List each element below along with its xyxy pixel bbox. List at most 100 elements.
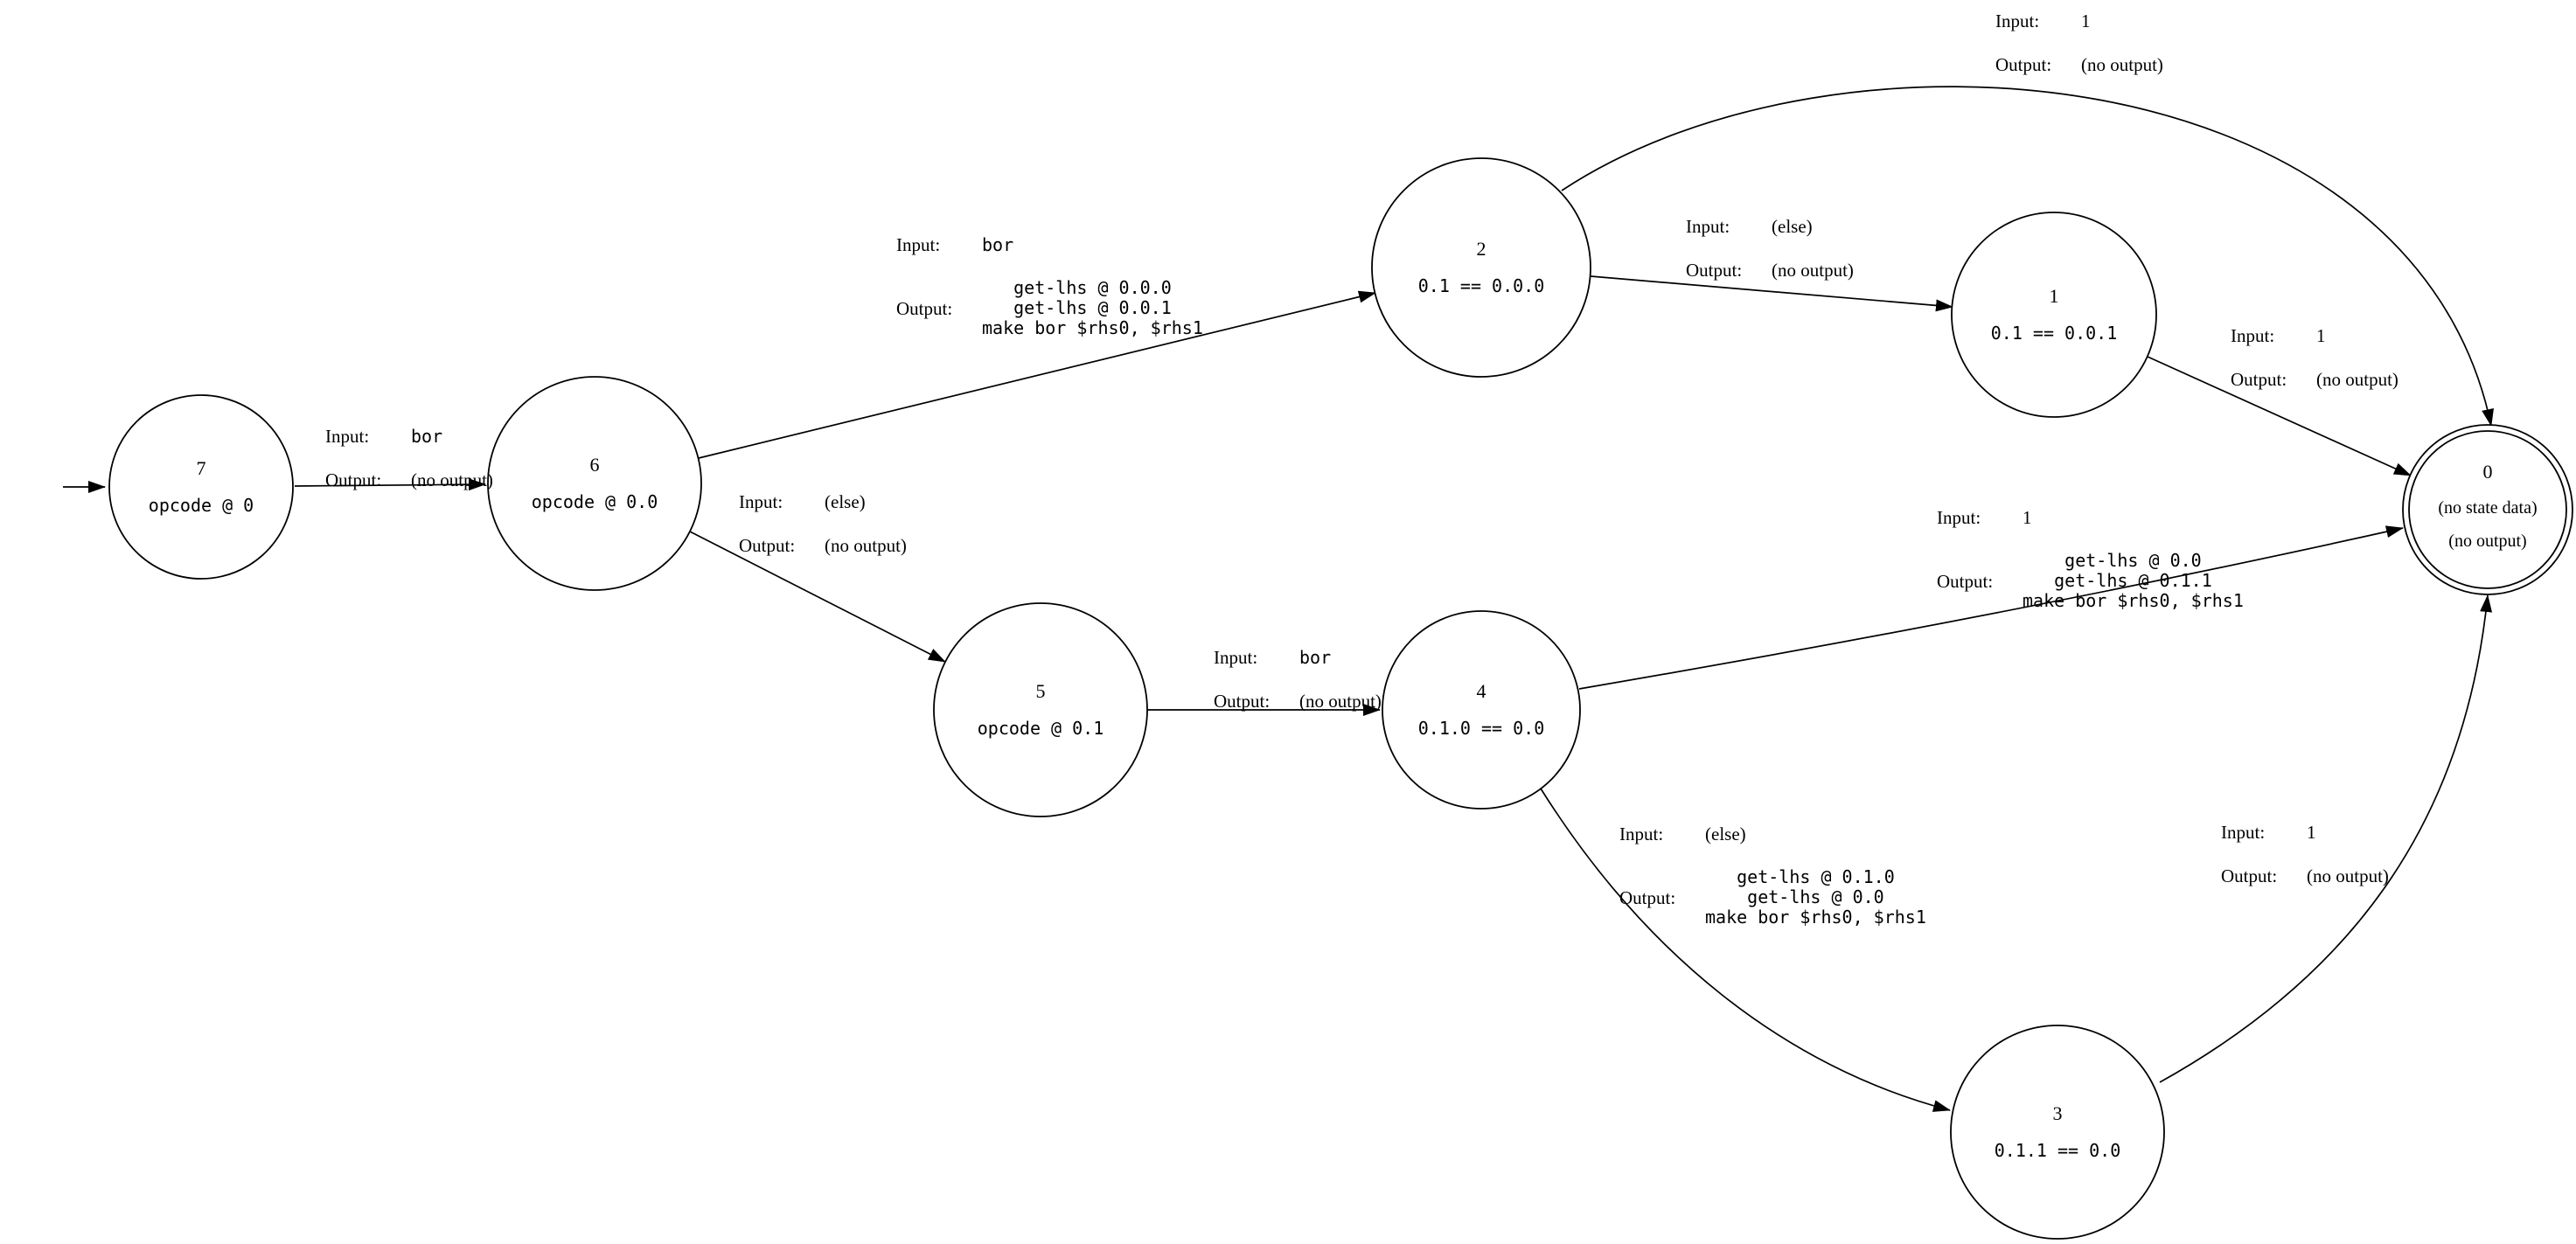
output-value-stack: (no output) [2081,54,2163,75]
state-node-0: 0 (no state data) (no output) [2402,424,2573,595]
edge-input-row: Input: bor [1214,647,1382,668]
edge-output-row: Output:(no output) [2221,865,2389,886]
input-label: Input: [896,234,941,255]
output-value-stack: (no output) [825,535,907,556]
input-label: Input: [1214,647,1258,668]
output-label: Output: [1937,570,1994,592]
output-value-line: get-lhs @ 0.0.1 [1013,297,1172,319]
input-value: bor [1299,646,1332,668]
state-node-data-label: (no output) [2448,532,2526,551]
edge-path-4-to-0 [1578,525,2404,690]
edge-input-row: Input:(else) [739,491,907,512]
output-value-line: (no output) [2307,865,2389,887]
input-label: Input: [2231,325,2275,346]
state-node-data-label: opcode @ 0.0 [532,491,658,512]
output-value-line: (no output) [1299,691,1382,712]
state-node-id-label: 1 [2050,285,2059,307]
output-label: Output: [896,297,953,319]
state-node-data-label: 0.1 == 0.0.1 [1991,323,2118,344]
edge-output-row: Output:(no output) [1214,691,1382,712]
output-label: Output: [1686,260,1743,281]
state-node-id-label: 7 [197,457,206,479]
input-label: Input: [2221,822,2266,843]
input-value: (else) [1705,824,1746,844]
state-node-circle [1371,157,1591,378]
input-value: bor [982,233,1014,255]
output-label: Output: [739,535,796,557]
input-value: 1 [2081,10,2091,31]
state-node-id-label: 2 [1477,238,1486,260]
edge-path-6-to-5 [689,531,946,663]
edge-input-row: Input:1 [2231,325,2398,346]
edge-output-row: Output:(no output) [2231,369,2398,390]
edge-output-row: Output: (no output) [1995,54,2163,75]
state-node-id-label: 0 [2483,461,2493,483]
output-value-line: get-lhs @ 0.0 [2064,550,2202,572]
output-value-stack: (no output) [1299,691,1382,712]
edge-path-3-to-0 [2159,594,2493,1083]
state-node-7: 7 opcode @ 0 [108,394,294,580]
state-node-data-label: opcode @ 0 [149,495,254,516]
output-value-line: make bor $rhs0, $rhs1 [2023,590,2244,612]
state-node-4: 40.1.0 == 0.0 [1382,610,1581,810]
state-node-circle [1950,1025,2165,1240]
output-value-stack: (no output) [2307,865,2389,886]
output-value-line: (no output) [2081,54,2163,76]
input-label: Input: [1937,507,1981,528]
output-value-line: (no output) [1772,260,1854,281]
state-node-2: 20.1 == 0.0.0 [1371,157,1591,378]
output-value-line: get-lhs @ 0.1.1 [2054,570,2212,592]
edge-output-row: Output: (no output) [1686,260,1854,281]
output-label: Output: [325,469,382,491]
input-label: Input: [325,426,370,447]
input-value: (else) [1772,216,1813,237]
edge-label-6-to-5: Input:(else) Output: (no output) [739,491,907,556]
output-value-line: (no output) [411,469,493,491]
state-node-circle [933,602,1148,817]
output-value-line: get-lhs @ 0.0 [1747,886,1884,908]
output-value-line: (no output) [2316,369,2398,391]
output-value-line: (no output) [825,535,907,557]
state-node-data-label: (no state data) [2438,498,2537,518]
state-node-data-label: 0.1.1 == 0.0 [1995,1140,2121,1161]
state-node-circle [2402,424,2573,595]
state-node-3: 30.1.1 == 0.0 [1950,1025,2165,1240]
output-value-stack: (no output) [1772,260,1854,281]
edge-path-1-to-0 [2147,356,2412,476]
state-node-circle [108,394,294,580]
edge-label-2-to-1: Input: (else) Output: (no output) [1686,216,1854,281]
edge-path-2-to-0 [1561,86,2494,427]
edge-output-row: Output: (no output) [739,535,907,556]
edge-path-4-to-3 [1540,788,1951,1112]
output-label: Output: [1995,54,2052,76]
state-node-data-label: opcode @ 0.1 [978,718,1104,739]
input-label: Input: [1619,824,1664,844]
output-value-line: make bor $rhs0, $rhs1 [1705,907,1926,928]
input-label: Input: [1686,216,1730,237]
edge-input-row: Input:1 [2221,822,2389,843]
input-label: Input: [739,491,783,512]
input-value: 1 [2023,507,2032,528]
state-node-circle [487,376,702,591]
state-node-1: 1 0.1 == 0.0.1 [1951,212,2157,418]
state-node-id-label: 4 [1477,680,1486,702]
output-label: Output: [1619,886,1676,908]
edge-input-row: Input: (else) [1619,824,1926,844]
